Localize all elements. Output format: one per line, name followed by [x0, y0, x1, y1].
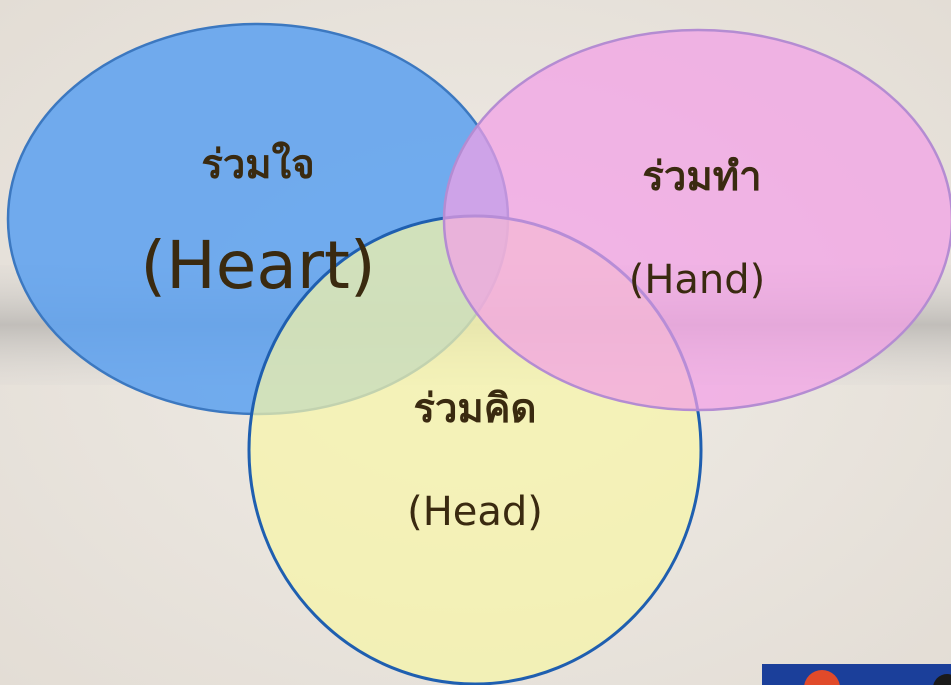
heart-thai-label: ร่วมใจ: [201, 141, 314, 188]
head-thai-label: ร่วมคิด: [413, 386, 536, 432]
head-english-label: (Head): [407, 489, 543, 535]
hand-english-label: (Hand): [629, 257, 766, 303]
hand-thai-label: ร่วมทำ: [642, 154, 761, 200]
corner-logo: [762, 664, 951, 685]
heart-english-label: (Heart): [140, 227, 375, 304]
hand-circle: [442, 28, 951, 412]
